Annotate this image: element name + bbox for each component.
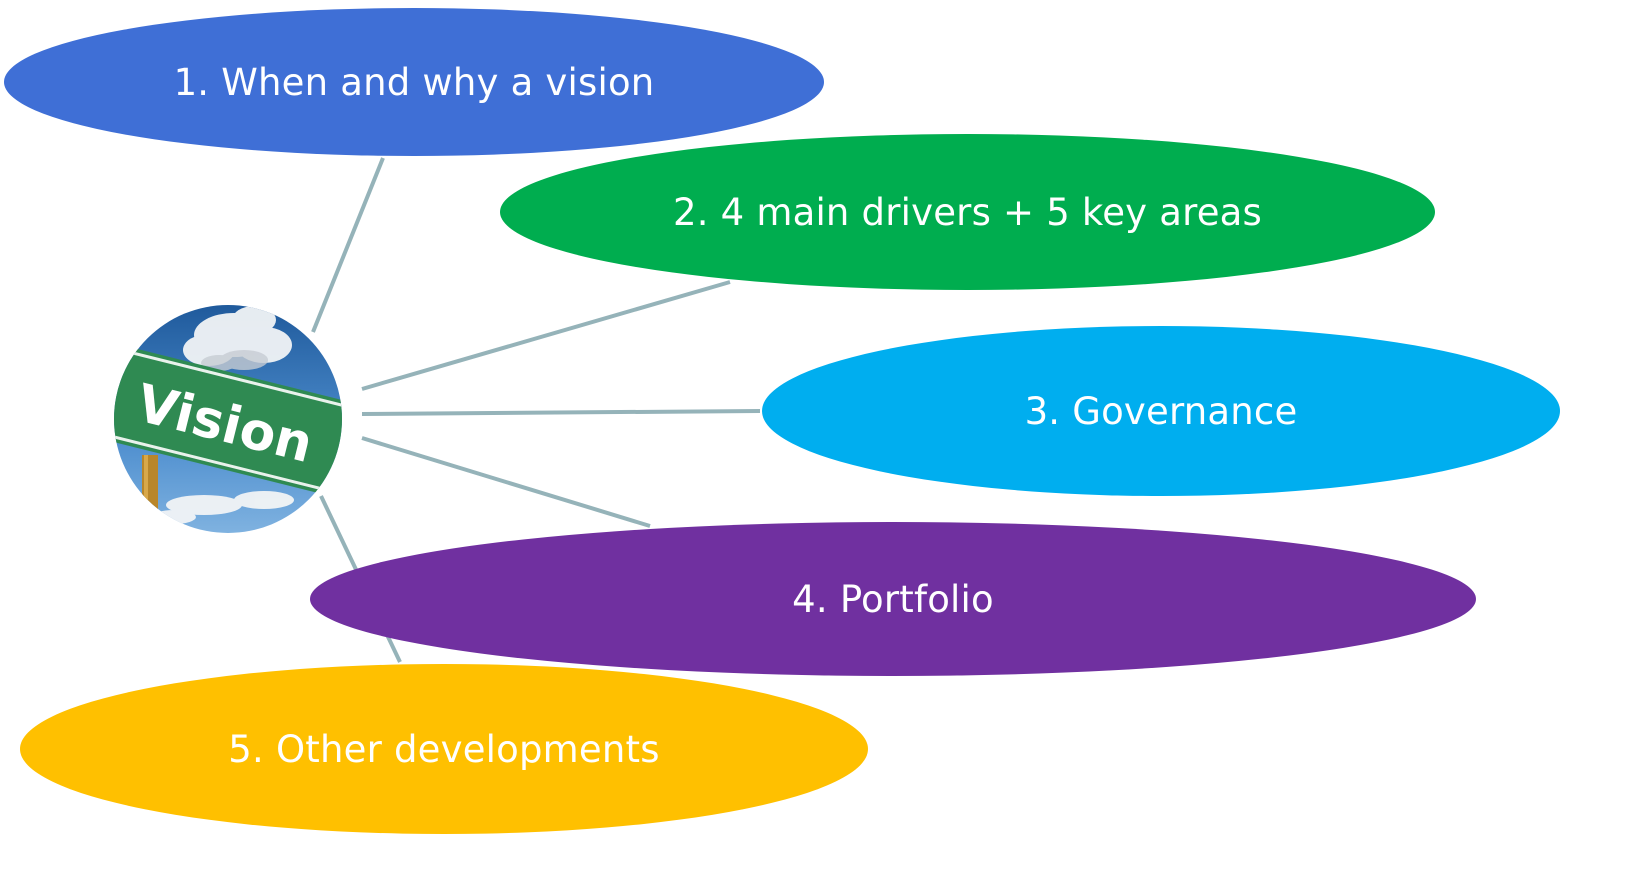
node-3-label: 3. Governance <box>1024 389 1298 433</box>
node-2-label: 2. 4 main drivers + 5 key areas <box>672 190 1263 234</box>
node-1-label: 1. When and why a vision <box>173 60 655 104</box>
node-5-label: 5. Other developments <box>228 727 660 771</box>
connector-node-4 <box>361 436 651 528</box>
node-4-label: 4. Portfolio <box>792 577 994 621</box>
connector-node-1 <box>311 157 385 333</box>
node-4[interactable]: 4. Portfolio <box>310 522 1476 676</box>
connector-node-2 <box>361 280 731 391</box>
node-3[interactable]: 3. Governance <box>762 326 1560 496</box>
node-5[interactable]: 5. Other developments <box>20 664 868 834</box>
vision-hub-image: Vision <box>114 305 342 533</box>
node-1[interactable]: 1. When and why a vision <box>4 8 824 156</box>
node-2[interactable]: 2. 4 main drivers + 5 key areas <box>500 134 1435 290</box>
connector-node-3 <box>361 409 761 416</box>
vision-sign-icon: Vision <box>114 305 342 533</box>
